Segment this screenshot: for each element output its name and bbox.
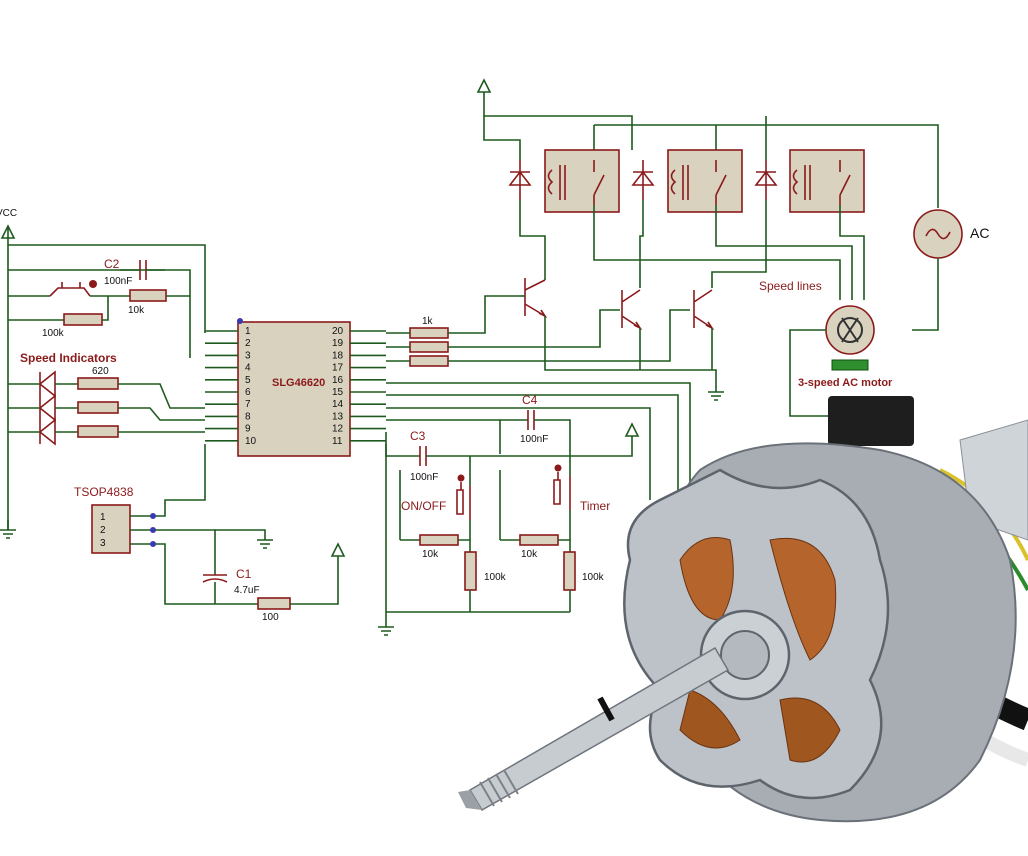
r-100k-timer-label: 100k xyxy=(582,572,605,583)
onoff-label: ON/OFF xyxy=(401,499,446,513)
ic-pin-number: 16 xyxy=(332,375,344,386)
r-1k-label: 1k xyxy=(422,316,434,327)
tsop-name: TSOP4838 xyxy=(74,485,134,499)
ic-name: SLG46620 xyxy=(272,377,325,389)
ic-pin-number: 2 xyxy=(245,338,251,349)
ic-pin-number: 4 xyxy=(245,363,251,374)
ic-pin-number: 18 xyxy=(332,350,344,361)
tsop-pin-3: 3 xyxy=(100,538,106,549)
relay-3 xyxy=(711,149,865,288)
ac-motor-photo xyxy=(458,396,1028,823)
c3-value: 100nF xyxy=(410,472,438,483)
c2-value: 100nF xyxy=(104,276,132,287)
speed-lines-label: Speed lines xyxy=(759,279,822,293)
speed-indicators-label: Speed Indicators xyxy=(20,351,117,365)
ic-pin-number: 11 xyxy=(332,436,343,447)
timer-label: Timer xyxy=(580,499,610,513)
ic-pin-number: 17 xyxy=(332,363,344,374)
c3-name: C3 xyxy=(410,429,426,443)
speed-indicator-leds xyxy=(8,370,205,446)
transistors xyxy=(520,278,724,401)
onoff-switch xyxy=(456,456,471,540)
ic-pin-number: 10 xyxy=(245,436,257,447)
c4-value: 100nF xyxy=(520,434,548,445)
ic-pin-number: 6 xyxy=(245,387,251,398)
c1-value: 4.7uF xyxy=(234,585,260,596)
r-10k-timer-label: 10k xyxy=(521,549,538,560)
ic-pin-number: 9 xyxy=(245,424,251,435)
ic-pin-number: 7 xyxy=(245,399,251,410)
ac-label: AC xyxy=(970,225,989,241)
relay-1 xyxy=(508,149,620,280)
ic-pin-number: 1 xyxy=(245,326,251,337)
ic-pin-number: 15 xyxy=(332,387,344,398)
relay-to-motor-lines xyxy=(593,205,865,300)
relay-supply xyxy=(476,78,939,208)
resistors-1k xyxy=(386,295,690,367)
ic-pin-number: 19 xyxy=(332,338,344,349)
ic-slg46620 xyxy=(237,318,351,457)
timer-switch xyxy=(553,464,571,540)
r-100-label: 100 xyxy=(262,612,279,623)
ic-pin-number: 13 xyxy=(332,411,344,422)
r-620-label: 620 xyxy=(92,366,109,377)
motor-label: 3-speed AC motor xyxy=(798,377,893,389)
ground-left xyxy=(0,520,16,539)
r-10k-top-label: 10k xyxy=(128,305,145,316)
tsop4838-receiver xyxy=(91,444,273,605)
r-100k-onoff-label: 100k xyxy=(484,572,507,583)
pushbutton-top xyxy=(8,280,190,302)
capacitor-c2 xyxy=(120,260,165,280)
capacitor-c3 xyxy=(419,422,640,466)
ic-pin-number: 14 xyxy=(332,399,344,410)
capacitor-c4 xyxy=(500,410,571,470)
ic-pin-number: 12 xyxy=(332,424,344,435)
vcc-label: VCC xyxy=(0,208,17,219)
ic-pin-number: 20 xyxy=(332,326,344,337)
relay-2 xyxy=(631,149,743,288)
tsop-pin-1: 1 xyxy=(100,512,106,523)
c2-name: C2 xyxy=(104,257,120,271)
ic-pin-number: 5 xyxy=(245,375,251,386)
ac-source xyxy=(912,209,963,331)
ic-pin-number: 8 xyxy=(245,411,251,422)
ic-output-lines xyxy=(385,382,691,615)
r-10k-onoff-label: 10k xyxy=(422,549,439,560)
c4-name: C4 xyxy=(522,393,538,407)
resistor-100k-left xyxy=(8,296,109,326)
switch-resistors xyxy=(378,470,576,636)
ic-pin-number: 3 xyxy=(245,350,251,361)
capacitor-c1 xyxy=(202,542,346,610)
tsop-pin-2: 2 xyxy=(100,525,106,536)
r-100k-left-label: 100k xyxy=(42,328,65,339)
vcc-rail xyxy=(0,224,206,530)
c1-name: C1 xyxy=(236,567,252,581)
